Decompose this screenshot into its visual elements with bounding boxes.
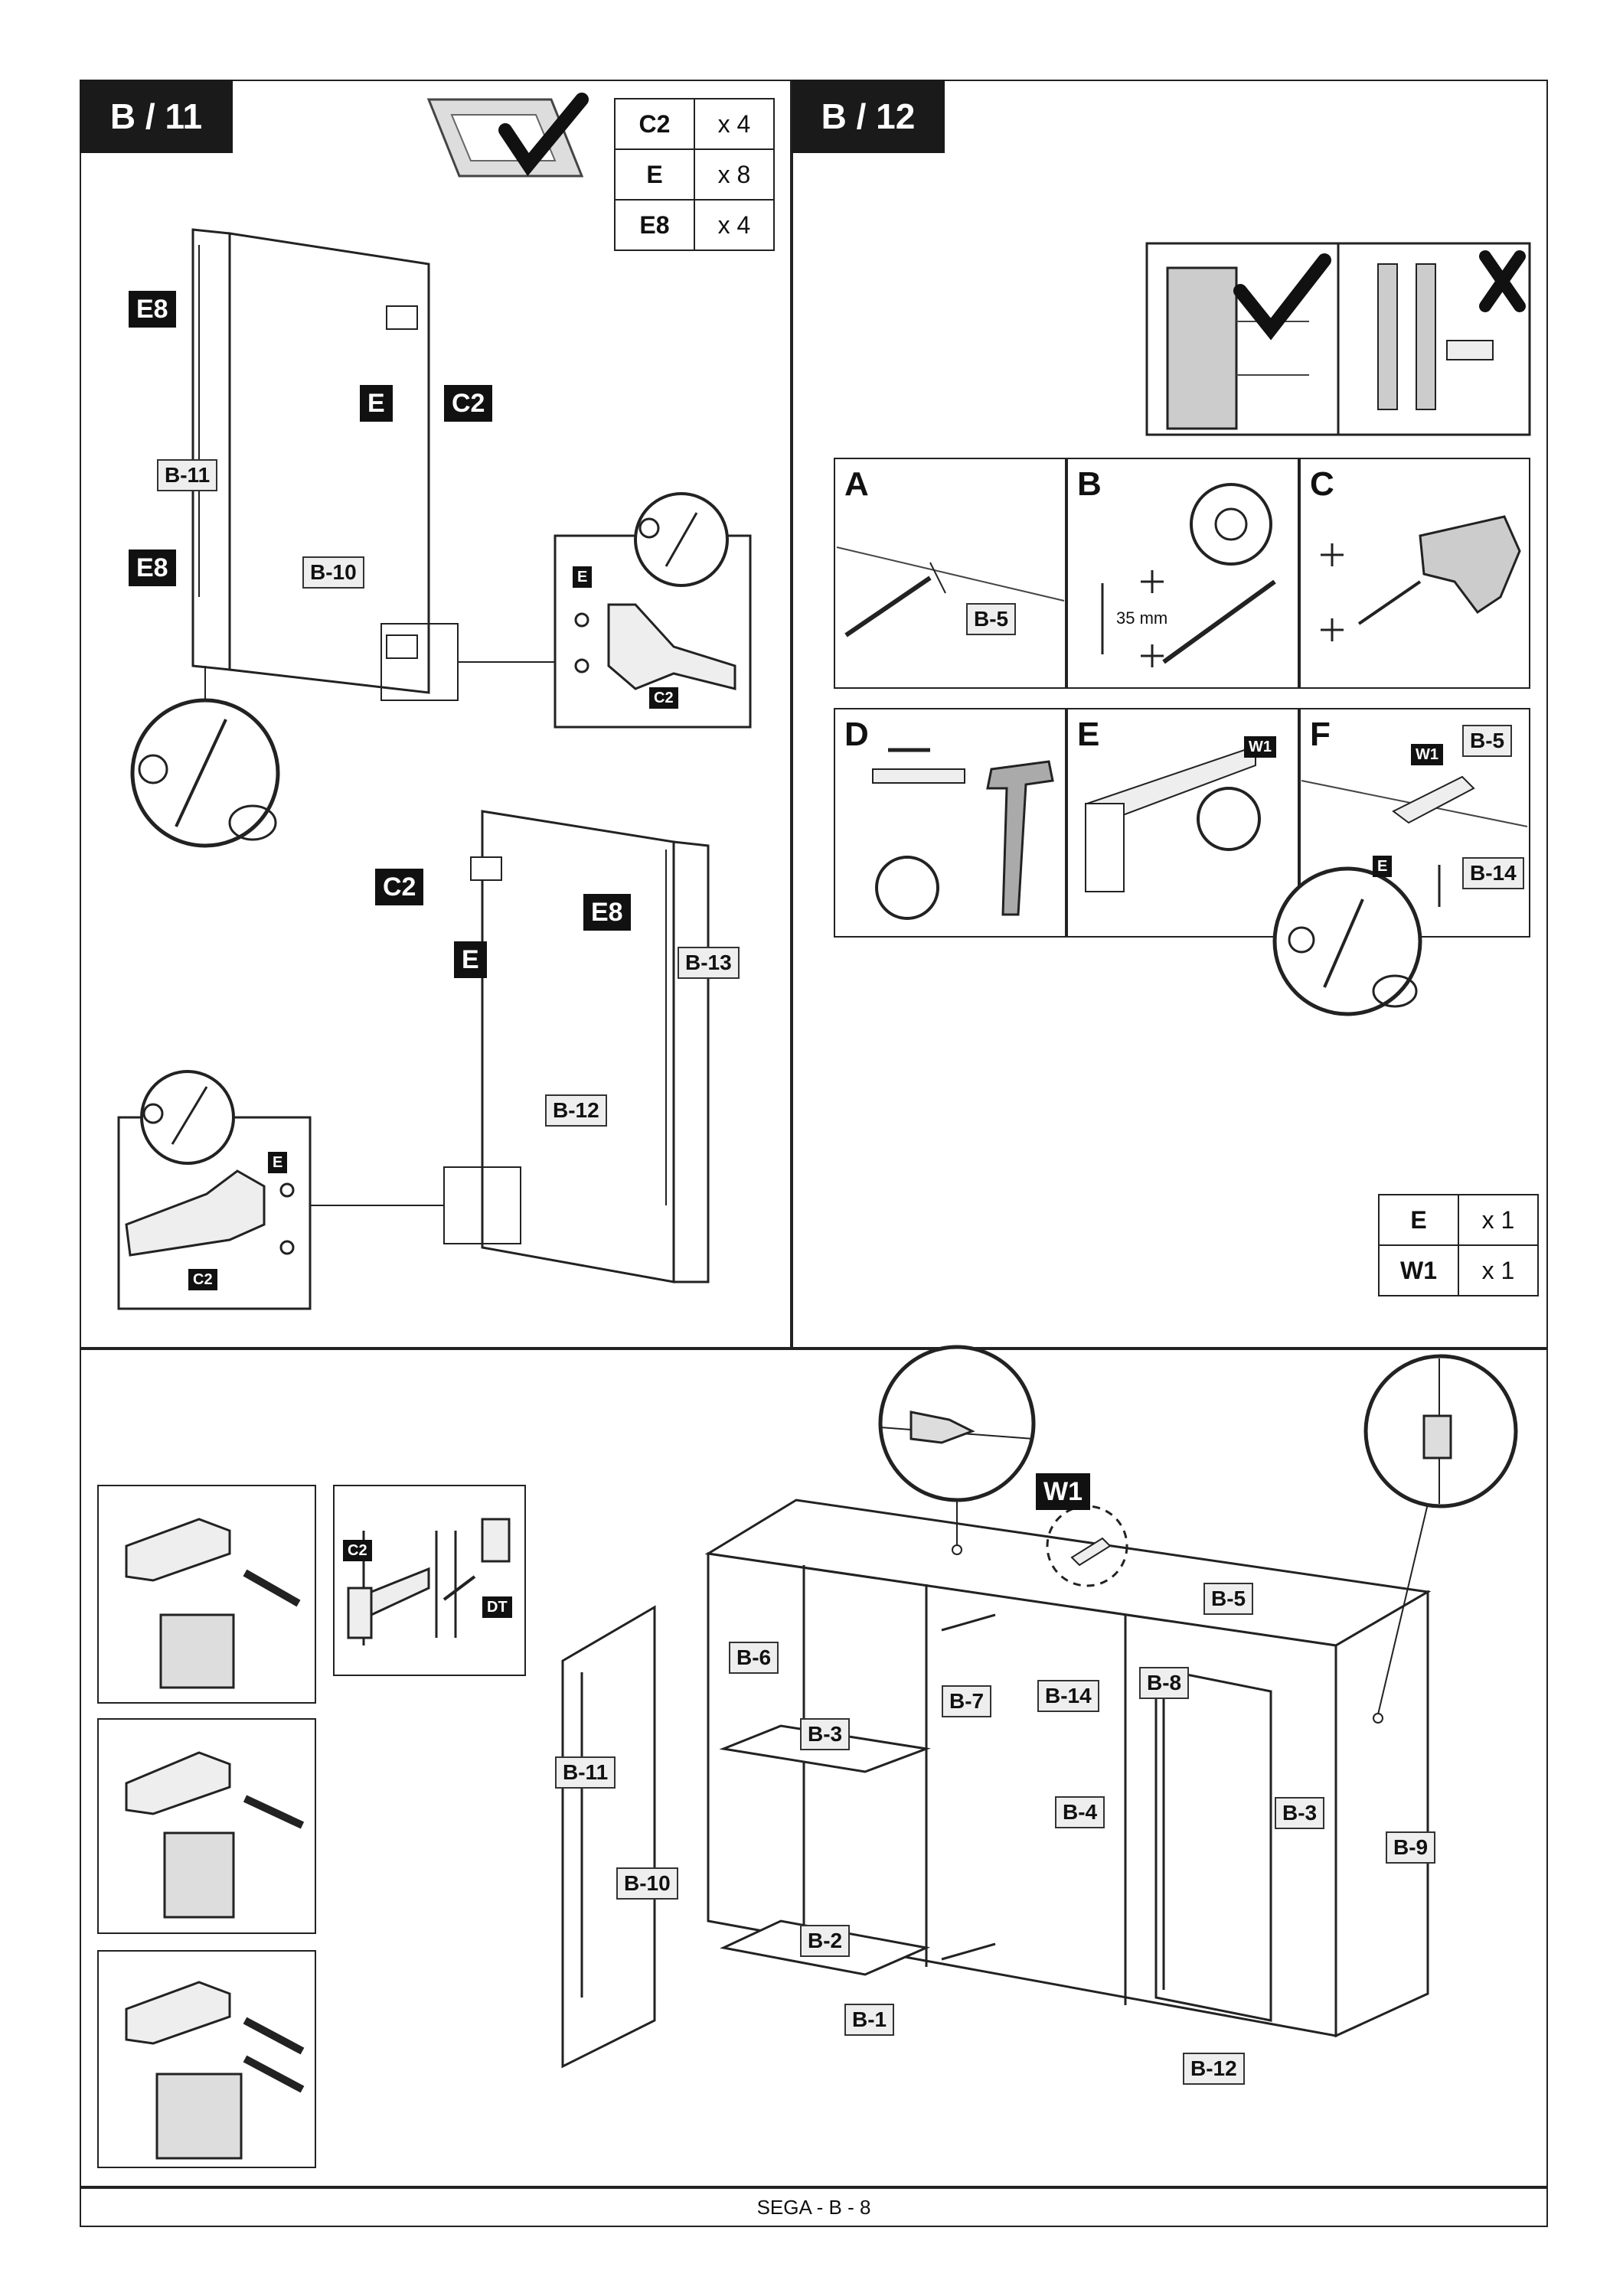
label-b12: B-12 <box>1183 2053 1245 2085</box>
label-b5: B-5 <box>966 603 1017 635</box>
label-e: E <box>454 941 487 978</box>
label-b10: B-10 <box>616 1867 678 1900</box>
measure-35mm: 35 mm <box>1116 608 1168 628</box>
label-c2: C2 <box>375 869 424 905</box>
label-w1: W1 <box>1244 736 1276 758</box>
label-c2: C2 <box>188 1269 217 1290</box>
hinge-adjust-1 <box>97 1485 316 1704</box>
page-footer: SEGA - B - 8 <box>756 2195 871 2219</box>
label-b7: B-7 <box>942 1685 992 1717</box>
step-b11-badge: B / 11 <box>80 80 233 153</box>
hinge-clip-inset <box>333 1485 526 1676</box>
footer-bar <box>80 2187 1548 2227</box>
label-b9: B-9 <box>1386 1831 1436 1864</box>
label-b3: B-3 <box>1275 1797 1325 1829</box>
assembly-panel <box>80 1349 1548 2187</box>
label-b12: B-12 <box>545 1094 607 1127</box>
label-w1: W1 <box>1036 1473 1090 1510</box>
label-b2: B-2 <box>800 1925 851 1957</box>
substep-b: B <box>1066 458 1299 689</box>
hinge-adjust-3 <box>97 1950 316 2168</box>
label-b4: B-4 <box>1055 1796 1105 1828</box>
label-b3: B-3 <box>800 1718 851 1750</box>
label-b14: B-14 <box>1037 1680 1099 1712</box>
label-b11: B-11 <box>555 1756 616 1789</box>
label-w1: W1 <box>1411 744 1443 765</box>
label-b5: B-5 <box>1462 725 1513 757</box>
label-c2: C2 <box>444 385 493 422</box>
substep-c: C <box>1299 458 1530 689</box>
label-b11: B-11 <box>157 459 218 491</box>
substep-e: E <box>1066 708 1299 938</box>
label-e: E <box>1373 856 1393 877</box>
label-e: E <box>360 385 393 422</box>
label-e: E <box>268 1152 288 1173</box>
label-b8: B-8 <box>1139 1667 1190 1699</box>
step-b12-panel <box>792 80 1548 1349</box>
label-e: E <box>573 566 593 588</box>
label-e8: E8 <box>129 291 176 328</box>
hinge-adjust-2 <box>97 1718 316 1934</box>
label-b5: B-5 <box>1203 1583 1254 1615</box>
label-c2: C2 <box>649 687 678 709</box>
substep-a: A <box>834 458 1066 689</box>
substep-d: D <box>834 708 1066 938</box>
label-b1: B-1 <box>844 2004 895 2036</box>
step-b12-badge: B / 12 <box>792 80 945 153</box>
label-c2: C2 <box>343 1540 372 1561</box>
label-b13: B-13 <box>678 947 740 979</box>
label-dt: DT <box>482 1596 512 1618</box>
label-e8: E8 <box>583 894 631 931</box>
label-e8: E8 <box>129 550 176 586</box>
label-b10: B-10 <box>302 556 364 589</box>
step-b11-panel <box>80 80 792 1349</box>
label-b14: B-14 <box>1462 857 1524 889</box>
label-b6: B-6 <box>729 1642 779 1674</box>
